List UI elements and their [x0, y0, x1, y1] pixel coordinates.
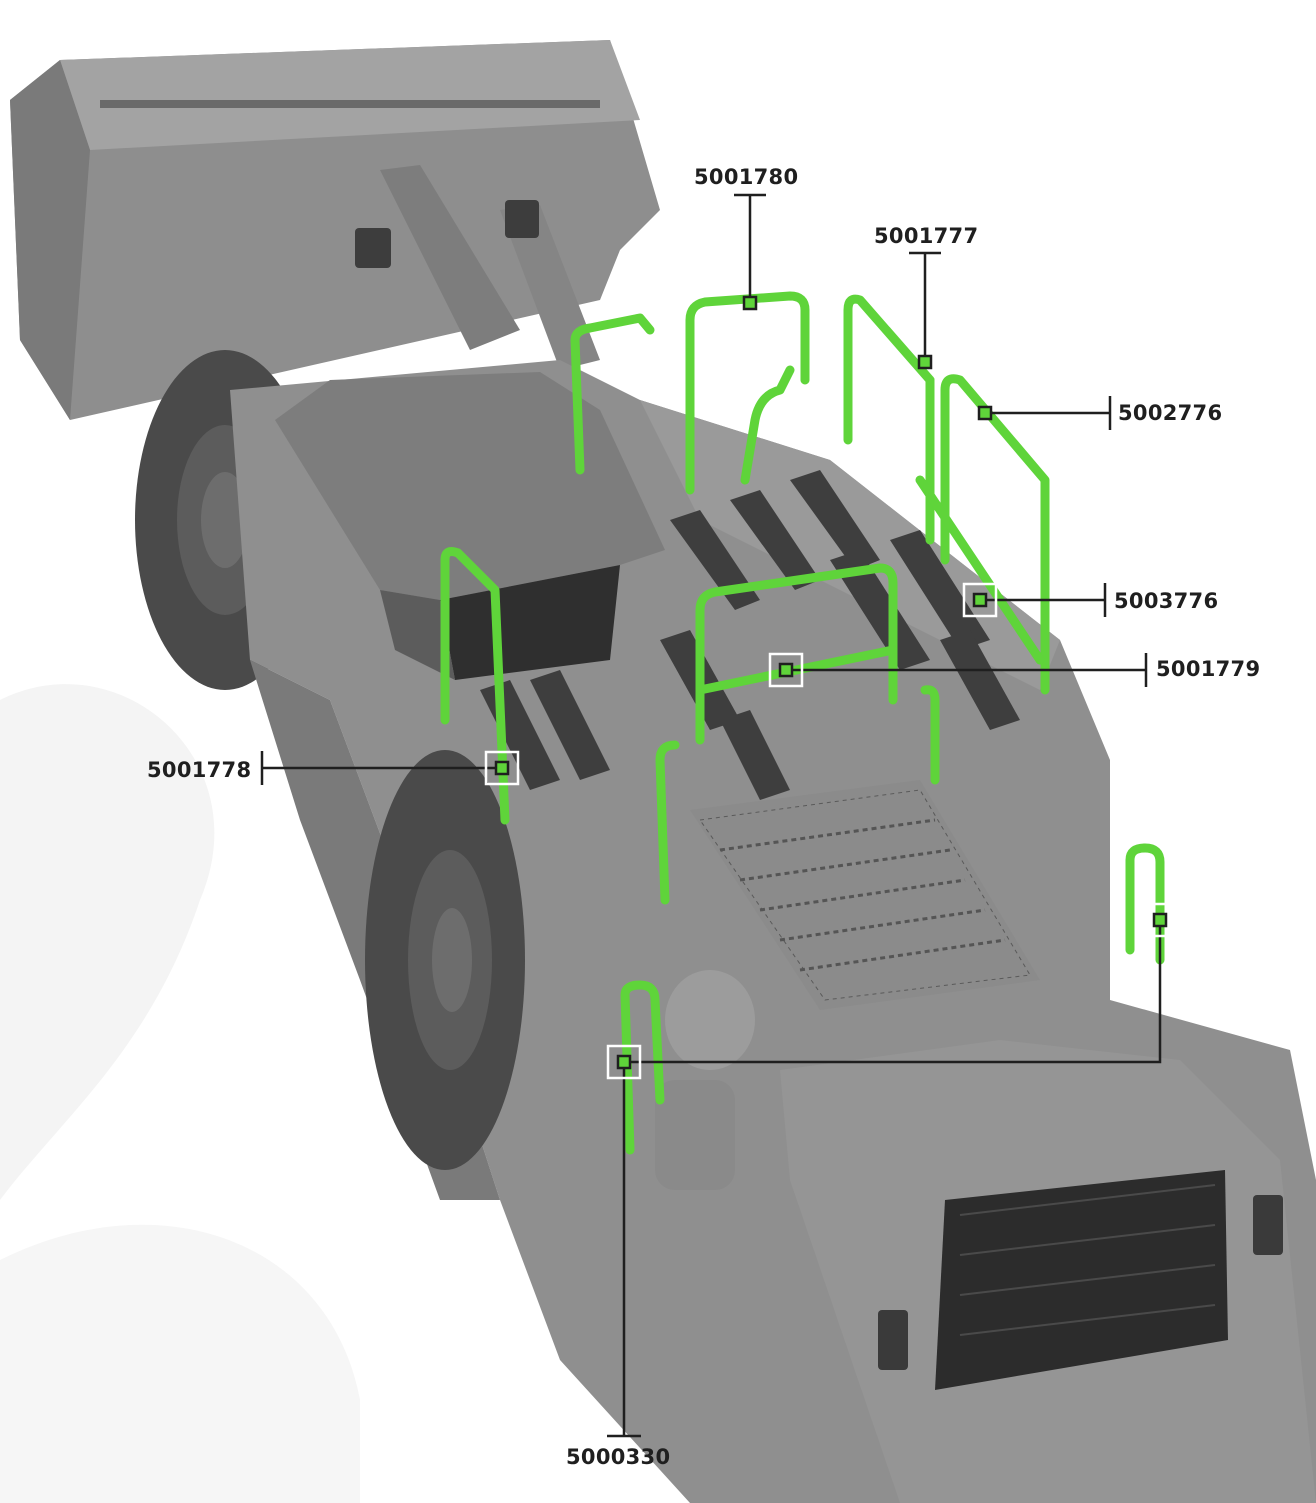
marker-outline-5001778 — [484, 750, 520, 786]
marker-outline-5000330 — [606, 1044, 642, 1080]
marker-outline-5000330-branch — [1142, 902, 1178, 938]
part-number-5002776: 5002776 — [1118, 401, 1223, 425]
callout-lines — [260, 193, 1162, 1438]
engine-grille — [780, 1040, 1316, 1503]
deck-ramp — [690, 780, 1040, 1010]
background-swoosh — [0, 684, 215, 1200]
part-number-5001777: 5001777 — [874, 224, 979, 248]
deck-slots — [480, 470, 1020, 800]
marker-5001780 — [742, 295, 758, 311]
marker-outline-5001779 — [768, 652, 804, 688]
marker-5001779 — [778, 662, 794, 678]
marker-outline-5003776 — [962, 582, 998, 618]
marker-5000330 — [616, 1054, 632, 1070]
cab — [275, 372, 665, 680]
boom-arms — [355, 165, 600, 370]
rear-wheel — [365, 750, 525, 1170]
part-number-5001780: 5001780 — [694, 165, 799, 189]
bucket — [10, 40, 660, 420]
marker-5003776 — [972, 592, 988, 608]
marker-5001778 — [494, 760, 510, 776]
marker-5001777 — [917, 354, 933, 370]
part-number-5003776: 5003776 — [1114, 589, 1219, 613]
fuel-tank — [655, 970, 755, 1190]
marker-5000330-branch — [1152, 912, 1168, 928]
callout-markers — [484, 295, 1178, 1080]
part-number-5000330: 5000330 — [566, 1445, 671, 1469]
callout-line-5000330-branch — [624, 920, 1162, 1064]
background-swoosh — [0, 1224, 360, 1503]
part-number-5001778: 5001778 — [147, 758, 252, 782]
marker-5002776 — [977, 405, 993, 421]
part-number-5001779: 5001779 — [1156, 657, 1261, 681]
